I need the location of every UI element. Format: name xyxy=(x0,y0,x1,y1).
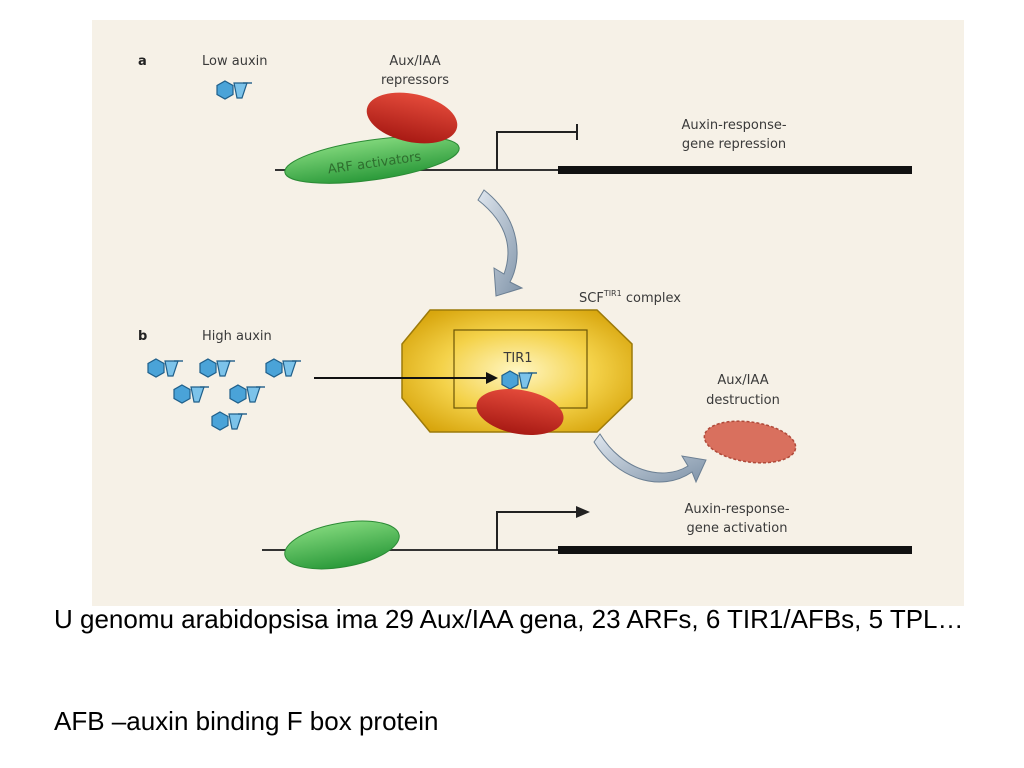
repressors-label-line2: repressors xyxy=(381,73,449,88)
binding-arrowhead-icon xyxy=(486,372,498,384)
auxin-molecule-icon xyxy=(211,411,248,431)
activation-arrowhead-icon xyxy=(576,506,590,518)
panel-b-letter: b xyxy=(138,329,147,344)
gene-repression-label-line2: gene repression xyxy=(682,137,786,152)
promoter-active-marker xyxy=(496,511,580,550)
aux-iaa-bound-protein xyxy=(476,389,564,435)
auxin-molecule-icon xyxy=(199,358,236,378)
auxin-signaling-diagram: a Low auxin Aux/IAA repressors ARF activ… xyxy=(138,54,912,570)
gene-activation-label-line2: gene activation xyxy=(686,521,787,536)
scf-complex-label: SCFTIR1 complex xyxy=(579,289,681,306)
arf-activator-protein-b xyxy=(284,520,400,570)
tir1-label: TIR1 xyxy=(502,351,532,366)
gene-repression-label-line1: Auxin-response- xyxy=(681,118,786,133)
caption-genome-counts: U genomu arabidopsisa ima 29 Aux/IAA gen… xyxy=(54,604,964,634)
transition-arrow-icon xyxy=(477,189,524,297)
auxin-molecule-icon xyxy=(216,80,253,100)
scf-complex-label-tail: complex xyxy=(622,291,682,306)
arf-activators-protein xyxy=(284,136,460,184)
low-auxin-label: Low auxin xyxy=(202,54,267,69)
auxin-molecule-icon xyxy=(265,358,302,378)
destruction-label-line1: Aux/IAA xyxy=(717,373,768,388)
caption-afb-definition: AFB –auxin binding F box protein xyxy=(54,706,439,736)
auxin-molecule-icon xyxy=(147,358,184,378)
scf-complex-label-sup: TIR1 xyxy=(603,289,622,298)
scf-complex-label-base: SCF xyxy=(579,291,604,306)
degradation-arrow-icon xyxy=(593,433,707,484)
scf-tir1-complex xyxy=(401,309,633,433)
destruction-label-line2: destruction xyxy=(706,393,780,408)
aux-iaa-repressor-protein xyxy=(366,92,458,144)
aux-iaa-destroyed-protein xyxy=(703,420,797,464)
auxin-signaling-figure: a Low auxin Aux/IAA repressors ARF activ… xyxy=(92,20,964,606)
promoter-repressed-marker xyxy=(496,131,577,170)
gene-activation-label-line1: Auxin-response- xyxy=(684,502,789,517)
repressors-label-line1: Aux/IAA xyxy=(389,54,440,69)
high-auxin-label: High auxin xyxy=(202,329,272,344)
panel-a-letter: a xyxy=(138,54,147,69)
auxin-molecule-icon xyxy=(229,384,266,404)
auxin-molecule-icon xyxy=(173,384,210,404)
